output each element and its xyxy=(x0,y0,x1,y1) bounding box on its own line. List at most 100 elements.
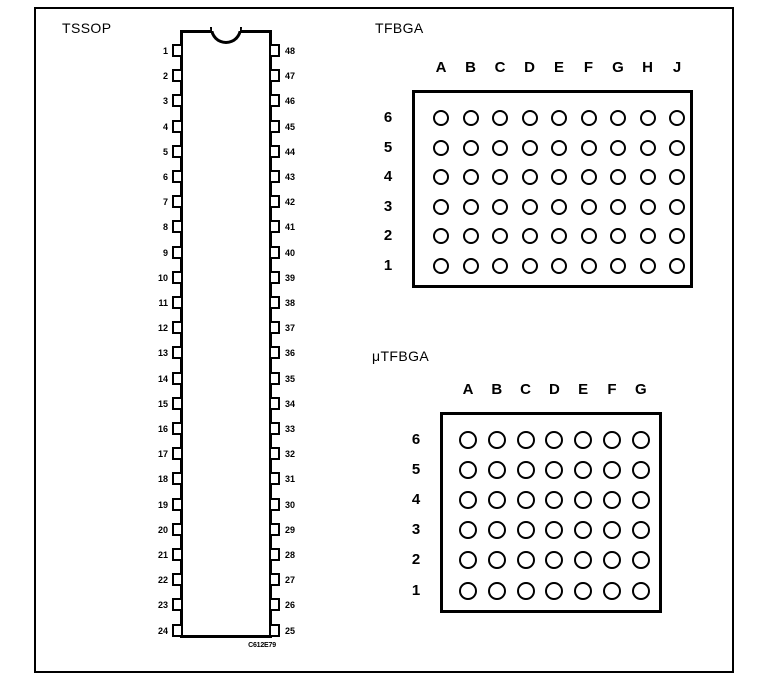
bga-ball xyxy=(574,521,593,540)
bga-ball xyxy=(462,169,479,186)
bga-ball xyxy=(462,258,479,274)
tssop-pin-number: 34 xyxy=(285,398,296,409)
tssop-pin-number: 6 xyxy=(162,172,168,182)
bga-ball xyxy=(521,198,538,215)
bga-ball xyxy=(574,431,593,449)
tssop-pin-lead xyxy=(172,522,183,536)
tssop-pin-number: 21 xyxy=(157,550,168,560)
bga-ball xyxy=(459,551,477,570)
bga-ball xyxy=(631,491,650,510)
tssop-pin-lead xyxy=(172,44,183,57)
bga-ball xyxy=(459,521,477,540)
bga-ball xyxy=(669,110,685,126)
tssop-pin-number: 3 xyxy=(162,96,168,107)
tssop-pin-number: 40 xyxy=(285,247,296,258)
bga-ball xyxy=(551,228,567,245)
bga-row-label: 5 xyxy=(383,138,393,156)
tssop-pin-lead xyxy=(172,573,183,587)
tssop-pin-lead xyxy=(269,321,280,335)
tssop-pin-lead xyxy=(172,447,183,461)
bga-ball xyxy=(492,198,508,215)
tssop-pin-number: 33 xyxy=(285,424,296,434)
bga-ball xyxy=(492,258,508,274)
tssop-pin-number: 13 xyxy=(157,348,168,359)
bga-ball xyxy=(580,139,597,156)
tssop-pin-number: 36 xyxy=(285,348,296,359)
tssop-pin-lead xyxy=(269,270,280,284)
bga-ball xyxy=(603,581,621,600)
bga-row-label: 6 xyxy=(411,431,421,448)
bga-ball xyxy=(574,581,593,600)
tssop-pin-number: 43 xyxy=(285,172,296,182)
bga-row-label: 3 xyxy=(383,197,393,215)
bga-column-label: C xyxy=(520,381,532,398)
tssop-pin-number: 16 xyxy=(157,424,168,434)
bga-ball xyxy=(669,169,685,186)
bga-ball xyxy=(521,228,538,245)
bga-ball xyxy=(574,461,593,480)
bga-ball xyxy=(545,521,564,540)
tssop-pin-lead xyxy=(172,195,183,209)
tssop-pin-number: 30 xyxy=(285,499,296,510)
bga-ball xyxy=(631,581,650,600)
bga-ball xyxy=(433,139,449,156)
bga-column-label: A xyxy=(462,381,474,398)
tssop-pin-number: 28 xyxy=(285,550,296,560)
tssop-pin-lead xyxy=(172,598,183,612)
bga-ball xyxy=(580,258,597,274)
tssop-pin-lead xyxy=(172,69,183,83)
bga-ball xyxy=(603,431,621,449)
tssop-pin-number: 23 xyxy=(157,600,168,611)
bga-ball xyxy=(551,169,567,186)
tssop-pin-number: 45 xyxy=(285,121,296,132)
tssop-pin-lead xyxy=(172,144,183,158)
tssop-pin-lead xyxy=(172,623,183,637)
tssop-pin-number: 7 xyxy=(162,197,168,208)
tssop-pin-lead xyxy=(269,447,280,461)
bga-column-label: D xyxy=(548,381,560,398)
bga-ball xyxy=(521,110,538,126)
tssop-pin-lead xyxy=(269,548,280,561)
bga-ball xyxy=(639,139,656,156)
tssop-pin-lead xyxy=(269,170,280,183)
bga-ball xyxy=(603,461,621,480)
bga-ball xyxy=(433,228,449,245)
bga-ball xyxy=(462,228,479,245)
tssop-pin-lead xyxy=(269,371,280,385)
tssop-pin-lead xyxy=(269,422,280,435)
bga-ball xyxy=(487,521,506,540)
bga-row-label: 2 xyxy=(383,227,393,245)
bga-ball xyxy=(459,491,477,510)
tssop-pin-lead xyxy=(172,94,183,108)
tssop-pin-number: 2 xyxy=(162,71,168,82)
bga-ball xyxy=(603,551,621,570)
tssop-pin-number: 27 xyxy=(285,575,296,586)
tssop-package-label: TSSOP xyxy=(62,20,112,36)
bga-ball xyxy=(462,198,479,215)
bga-ball xyxy=(433,198,449,215)
tssop-pin-lead xyxy=(172,170,183,183)
bga-column-label: E xyxy=(578,381,589,398)
bga-ball xyxy=(669,258,685,274)
bga-ball xyxy=(492,110,508,126)
tssop-pin-lead xyxy=(269,69,280,83)
tssop-pin-lead xyxy=(172,220,183,234)
bga-ball xyxy=(516,521,535,540)
bga-ball xyxy=(610,110,626,126)
tssop-pin-number: 44 xyxy=(285,146,296,157)
bga-ball xyxy=(521,169,538,186)
tssop-pin-number: 47 xyxy=(285,71,296,82)
tssop-pin-number: 41 xyxy=(285,222,296,233)
bga-ball xyxy=(639,198,656,215)
tssop-pin-number: 17 xyxy=(157,449,168,460)
tssop-pin-number: 39 xyxy=(285,272,296,283)
bga-ball xyxy=(669,139,685,156)
bga-ball xyxy=(639,258,656,274)
bga-ball xyxy=(459,581,477,600)
bga-ball xyxy=(516,551,535,570)
bga-ball xyxy=(669,198,685,215)
tssop-part-code: C612E79 xyxy=(248,642,276,649)
bga-ball xyxy=(669,228,685,245)
tssop-pin-lead xyxy=(172,119,183,133)
